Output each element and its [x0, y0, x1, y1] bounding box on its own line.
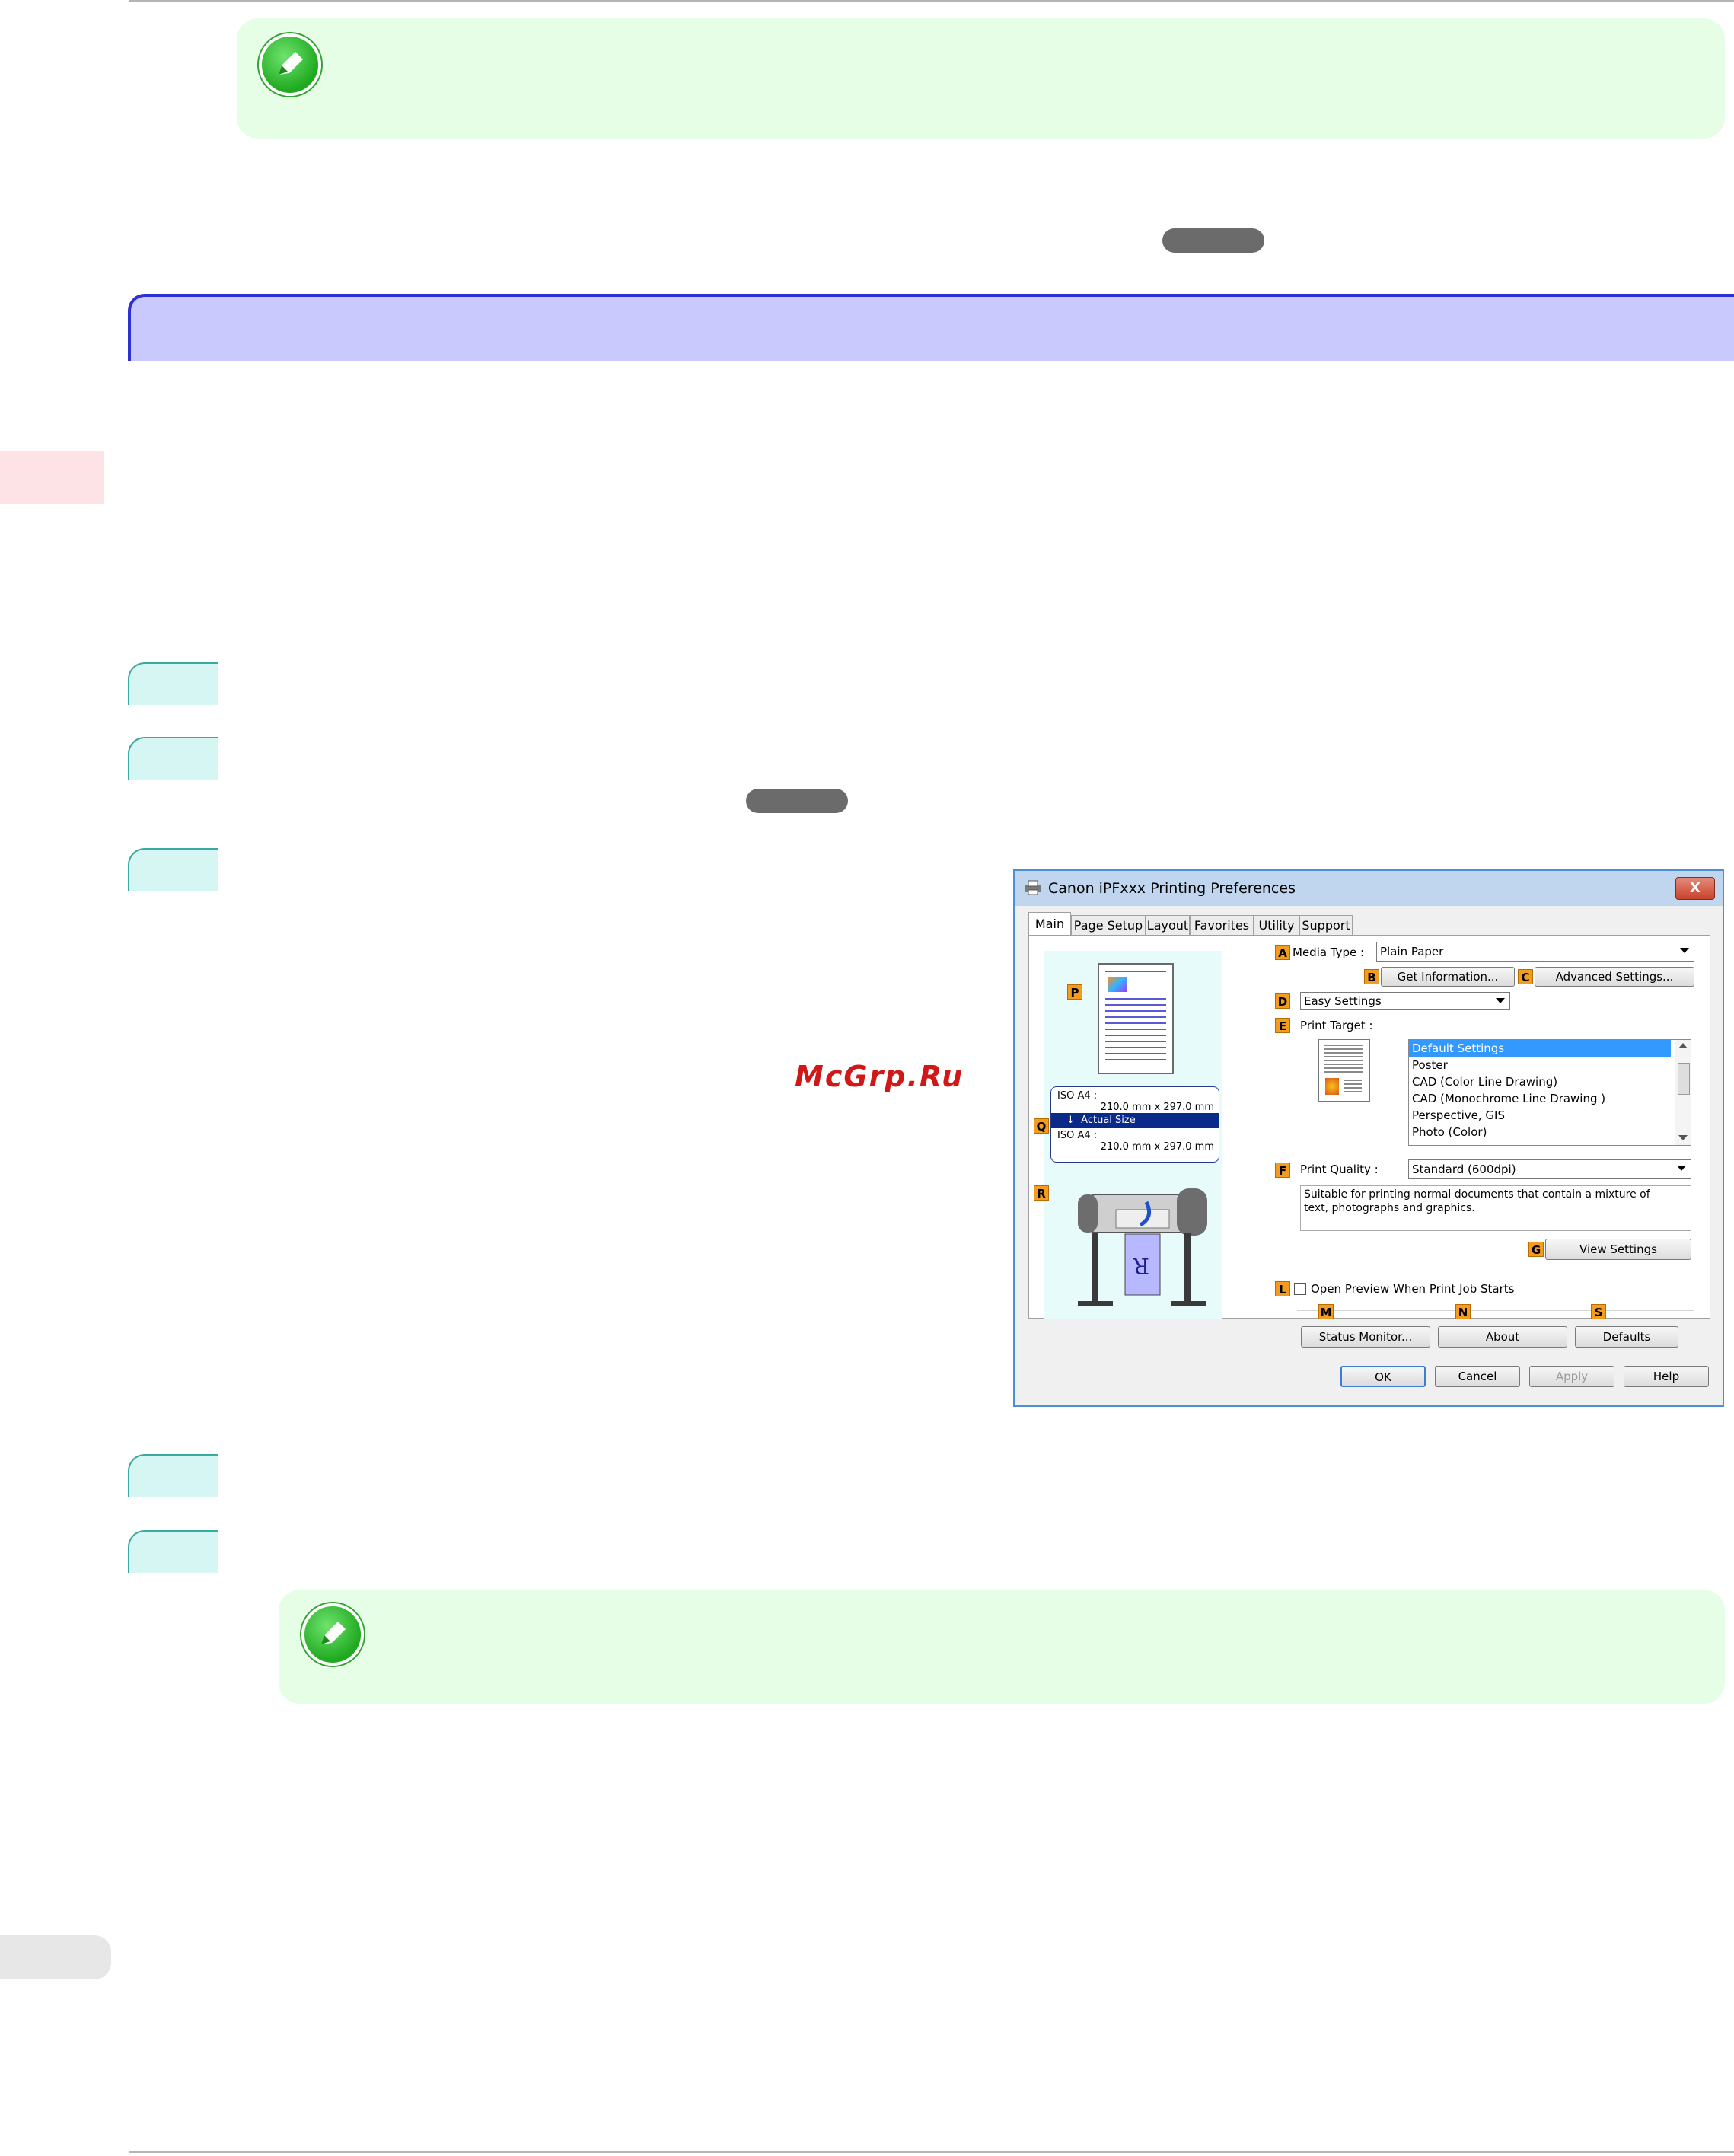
- status-monitor-button[interactable]: Status Monitor...: [1301, 1326, 1430, 1348]
- scroll-up-icon[interactable]: [1678, 1043, 1688, 1048]
- print-target-thumbnail: [1318, 1039, 1370, 1102]
- tag-b: B: [1364, 969, 1379, 984]
- print-quality-select[interactable]: Standard (600dpi): [1408, 1159, 1691, 1179]
- tag-r: R: [1034, 1185, 1049, 1201]
- top-rule: [129, 0, 1734, 2]
- tag-n: N: [1455, 1304, 1471, 1319]
- list-item[interactable]: CAD (Color Line Drawing): [1412, 1075, 1558, 1089]
- close-button[interactable]: X: [1675, 877, 1715, 900]
- tag-q: Q: [1034, 1118, 1049, 1134]
- print-preview-area: P Q ISO A4 : 210.0 mm x 297.0 mm ↓ Actua…: [1034, 951, 1222, 1319]
- defaults-button[interactable]: Defaults: [1575, 1326, 1678, 1348]
- tag-e: E: [1275, 1018, 1290, 1033]
- page-side-tab[interactable]: [0, 1935, 111, 1979]
- tag-p: P: [1067, 984, 1082, 1000]
- apply-button[interactable]: Apply: [1529, 1366, 1614, 1387]
- tag-d: D: [1275, 993, 1290, 1009]
- pencil-note-icon: [301, 1603, 364, 1666]
- open-preview-checkbox[interactable]: [1294, 1283, 1306, 1295]
- main-tab-panel: P Q ISO A4 : 210.0 mm x 297.0 mm ↓ Actua…: [1028, 935, 1710, 1319]
- dialog-title: Canon iPFxxx Printing Preferences: [1048, 880, 1296, 897]
- printer-icon: [1025, 880, 1041, 895]
- printing-preferences-dialog: Canon iPFxxx Printing Preferences X Main…: [1013, 869, 1724, 1407]
- list-item[interactable]: Perspective, GIS: [1412, 1108, 1505, 1122]
- step-marker-2: [128, 737, 218, 780]
- paper-size-info: ISO A4 : 210.0 mm x 297.0 mm ↓ Actual Si…: [1050, 1086, 1219, 1163]
- down-arrow-icon: ↓: [1066, 1115, 1082, 1126]
- ok-button[interactable]: OK: [1340, 1366, 1426, 1387]
- step-marker-1: [128, 662, 218, 705]
- section-heading: [128, 294, 1734, 361]
- help-button[interactable]: Help: [1624, 1366, 1709, 1387]
- svg-text:R: R: [1133, 1253, 1149, 1278]
- size-row1-value: 210.0 mm x 297.0 mm: [1100, 1102, 1214, 1113]
- tag-g: G: [1528, 1242, 1544, 1257]
- size-mode: Actual Size: [1081, 1115, 1136, 1126]
- page-preview-thumbnail: [1098, 963, 1174, 1074]
- title-bar[interactable]: Canon iPFxxx Printing Preferences X: [1015, 871, 1723, 906]
- pencil-note-icon: [259, 33, 321, 96]
- size-row1-label: ISO A4 :: [1057, 1090, 1098, 1102]
- size-row2-value: 210.0 mm x 297.0 mm: [1100, 1141, 1214, 1153]
- reference-link[interactable]: [746, 789, 848, 813]
- dropdown-arrow-icon: [1677, 1166, 1686, 1171]
- note-box: [237, 18, 1725, 139]
- chapter-side-tab[interactable]: [0, 451, 104, 504]
- description-box: Suitable for printing normal documents t…: [1300, 1185, 1691, 1231]
- get-information-button[interactable]: Get Information...: [1381, 967, 1515, 987]
- open-preview-label[interactable]: Open Preview When Print Job Starts: [1311, 1282, 1515, 1296]
- scroll-thumb[interactable]: [1678, 1063, 1690, 1095]
- tab-page-setup[interactable]: Page Setup: [1071, 915, 1146, 935]
- size-row2-label: ISO A4 :: [1057, 1130, 1098, 1141]
- easy-settings-value: Easy Settings: [1304, 994, 1382, 1008]
- cancel-button[interactable]: Cancel: [1435, 1366, 1520, 1387]
- list-item[interactable]: CAD (Monochrome Line Drawing ): [1412, 1092, 1606, 1105]
- media-type-value: Plain Paper: [1380, 945, 1444, 958]
- print-target-list[interactable]: Default Settings Poster CAD (Color Line …: [1408, 1039, 1691, 1146]
- advanced-settings-button[interactable]: Advanced Settings...: [1535, 967, 1694, 987]
- tab-support[interactable]: Support: [1299, 915, 1353, 935]
- print-quality-value: Standard (600dpi): [1412, 1163, 1516, 1176]
- note-box: [279, 1590, 1725, 1704]
- bottom-rule: [129, 2151, 1734, 2153]
- tag-f: F: [1275, 1163, 1290, 1178]
- easy-settings-select[interactable]: Easy Settings: [1300, 992, 1510, 1010]
- step-marker-4: [128, 1454, 218, 1497]
- view-settings-button[interactable]: View Settings: [1545, 1239, 1691, 1260]
- tag-l: L: [1275, 1281, 1290, 1296]
- dropdown-arrow-icon: [1680, 948, 1689, 953]
- list-scrollbar[interactable]: [1675, 1040, 1691, 1145]
- tab-main[interactable]: Main: [1028, 912, 1071, 935]
- tab-layout[interactable]: Layout: [1146, 915, 1190, 935]
- size-mode-row: ↓ Actual Size: [1051, 1113, 1219, 1128]
- tag-s: S: [1591, 1304, 1606, 1319]
- list-item[interactable]: Poster: [1412, 1058, 1448, 1072]
- description-text: Suitable for printing normal documents t…: [1304, 1188, 1650, 1214]
- media-type-label: Media Type :: [1293, 946, 1365, 959]
- tag-a: A: [1275, 945, 1290, 960]
- print-target-label: Print Target :: [1300, 1019, 1373, 1032]
- watermark: McGrp.Ru: [795, 1060, 964, 1093]
- group-border: [1297, 1310, 1694, 1311]
- about-button[interactable]: About: [1438, 1326, 1567, 1348]
- scroll-down-icon[interactable]: [1678, 1135, 1688, 1140]
- media-type-select[interactable]: Plain Paper: [1376, 942, 1694, 962]
- tab-favorites[interactable]: Favorites: [1190, 915, 1254, 935]
- tag-c: C: [1518, 969, 1533, 984]
- image-thumbnail-icon: [1108, 977, 1127, 992]
- list-item[interactable]: Photo (Color): [1412, 1125, 1487, 1139]
- dropdown-arrow-icon: [1496, 998, 1505, 1003]
- tab-utility[interactable]: Utility: [1254, 915, 1299, 935]
- step-marker-3: [128, 848, 218, 891]
- tag-m: M: [1318, 1304, 1334, 1319]
- print-quality-label: Print Quality :: [1300, 1163, 1379, 1176]
- printer-illustration-icon: R: [1078, 1188, 1207, 1306]
- step-marker-5: [128, 1530, 218, 1573]
- list-item[interactable]: Default Settings: [1409, 1040, 1671, 1057]
- reference-link[interactable]: [1162, 228, 1264, 253]
